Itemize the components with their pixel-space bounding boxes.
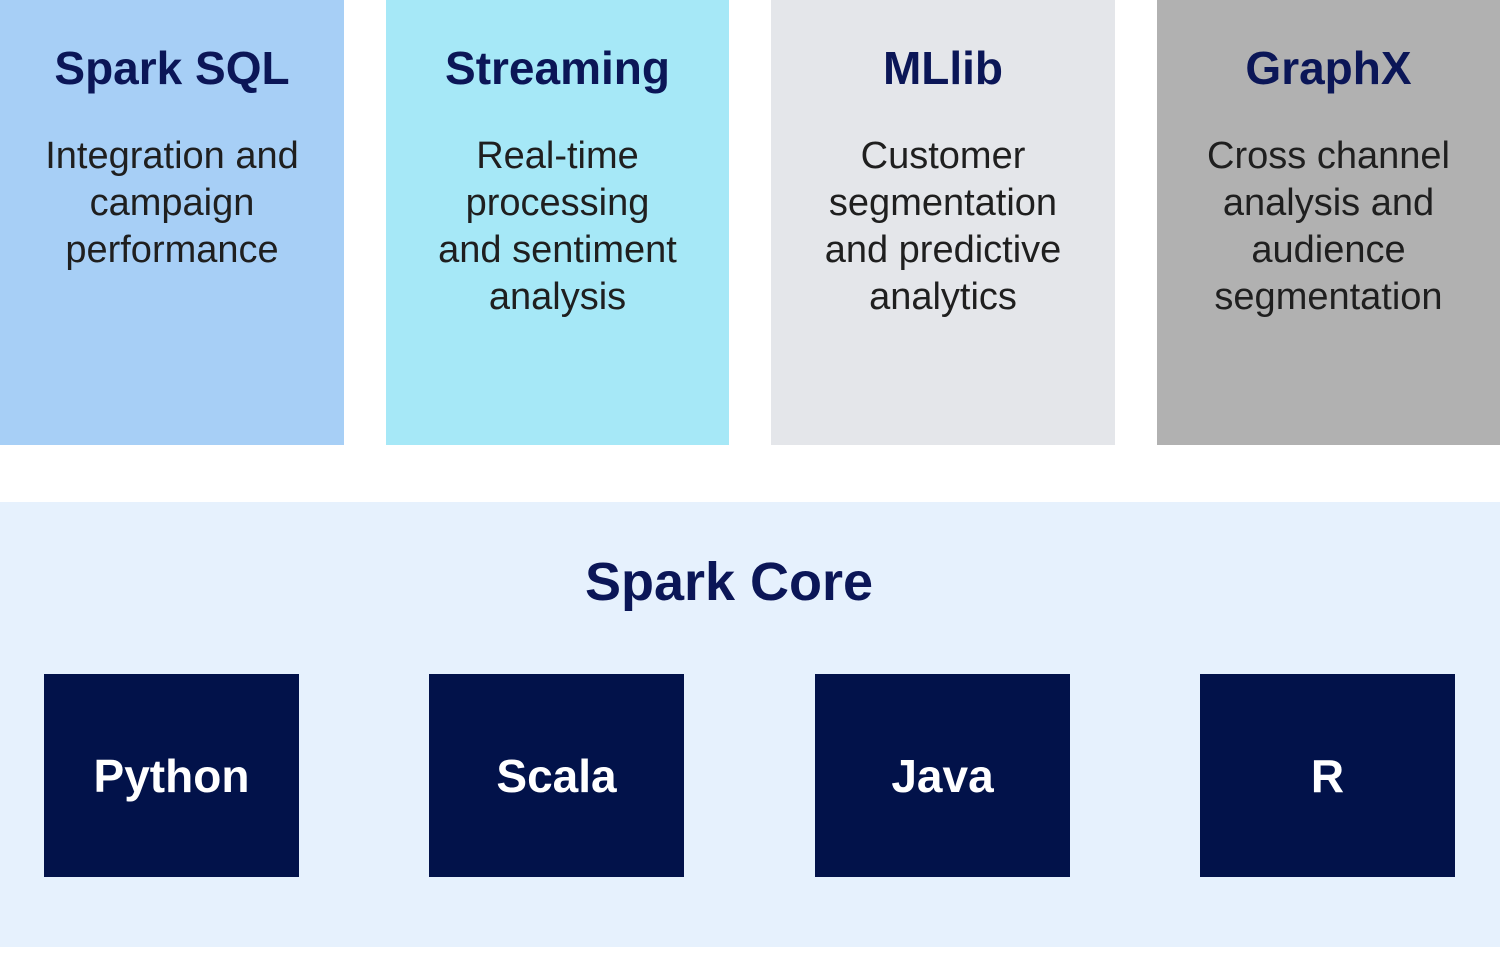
module-graphx: GraphX Cross channel analysis and audien…: [1157, 0, 1500, 445]
module-description: Customer segmentation and predictive ana…: [824, 135, 1062, 318]
language-r: R: [1200, 674, 1455, 877]
spark-core-panel: Spark Core Python Scala Java R: [0, 502, 1500, 947]
module-title: GraphX: [1245, 42, 1412, 94]
spark-core-title: Spark Core: [584, 552, 874, 612]
module-description: Cross channel analysis and audience segm…: [1207, 135, 1450, 318]
module-streaming: Streaming Real-time processing and senti…: [386, 0, 729, 445]
module-title: Streaming: [445, 42, 670, 94]
language-scala: Scala: [429, 674, 684, 877]
module-description: Real-time processing and sentiment analy…: [438, 135, 677, 318]
language-java: Java: [815, 674, 1070, 877]
module-spark-sql: Spark SQL Integration and campaign perfo…: [0, 0, 344, 445]
module-title: MLlib: [882, 42, 1004, 94]
module-mllib: MLlib Customer segmentation and predicti…: [771, 0, 1115, 445]
module-description: Integration and campaign performance: [45, 135, 299, 271]
module-title: Spark SQL: [54, 42, 290, 94]
language-python: Python: [44, 674, 299, 877]
